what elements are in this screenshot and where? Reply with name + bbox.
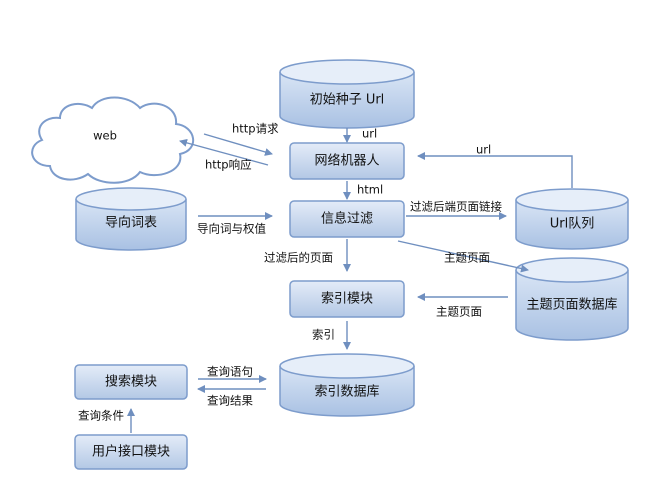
edge-label-queue-url: url <box>476 143 491 157</box>
arrow-filter-to-topic-db <box>397 240 529 273</box>
guide-words-label: 导向词表 <box>105 215 157 231</box>
web-cloud: web <box>31 96 195 184</box>
edge-label-query-sentence: 查询语句 <box>207 365 253 379</box>
index-module-label: 索引模块 <box>321 292 373 307</box>
user-interface-box: 用户接口模块 <box>74 434 188 470</box>
edge-label-words-weight: 导向词与权值 <box>197 222 266 236</box>
edges: url http请求 http响应 url html 导向词与权值 过滤后端页面… <box>78 122 573 433</box>
user-interface-label: 用户接口模块 <box>92 444 170 460</box>
arrow-http-response <box>179 138 269 166</box>
edge-label-http-request: http请求 <box>232 122 279 136</box>
url-queue-label: Url队列 <box>550 217 594 232</box>
edge-label-topic-page-2: 主题页面 <box>436 305 482 319</box>
arrow-http-request <box>203 133 273 156</box>
edge-label-filtered-links: 过滤后端页面链接 <box>410 200 502 214</box>
search-module-box: 搜索模块 <box>74 364 188 400</box>
index-db-label: 索引数据库 <box>314 384 379 400</box>
seed-url-cylinder: 初始种子 Url <box>279 59 415 129</box>
info-filter-box: 信息过滤 <box>289 200 405 238</box>
topic-db-label: 主题页面数据库 <box>526 297 617 313</box>
edge-label-topic-page-1: 主题页面 <box>444 251 490 265</box>
index-module-box: 索引模块 <box>289 280 405 318</box>
edge-label-query-result: 查询结果 <box>207 394 253 408</box>
seed-url-label: 初始种子 Url <box>310 93 385 108</box>
topic-db-cylinder: 主题页面数据库 <box>515 257 629 341</box>
edge-label-index: 索引 <box>312 328 335 342</box>
index-db-cylinder: 索引数据库 <box>279 353 415 417</box>
web-label: web <box>93 129 117 143</box>
guide-words-cylinder: 导向词表 <box>75 187 187 251</box>
crawler-box: 网络机器人 <box>289 142 405 180</box>
crawler-label: 网络机器人 <box>314 153 379 169</box>
edge-label-seed-url: url <box>362 127 377 141</box>
edge-label-filtered-page: 过滤后的页面 <box>264 251 333 265</box>
search-module-label: 搜索模块 <box>105 375 157 390</box>
url-queue-cylinder: Url队列 <box>515 188 629 250</box>
edge-label-http-response: http响应 <box>205 158 252 172</box>
arrow-queue-to-crawler <box>417 152 573 188</box>
edge-label-query-condition: 查询条件 <box>78 409 124 423</box>
edge-label-html: html <box>357 183 383 197</box>
info-filter-label: 信息过滤 <box>321 211 373 227</box>
